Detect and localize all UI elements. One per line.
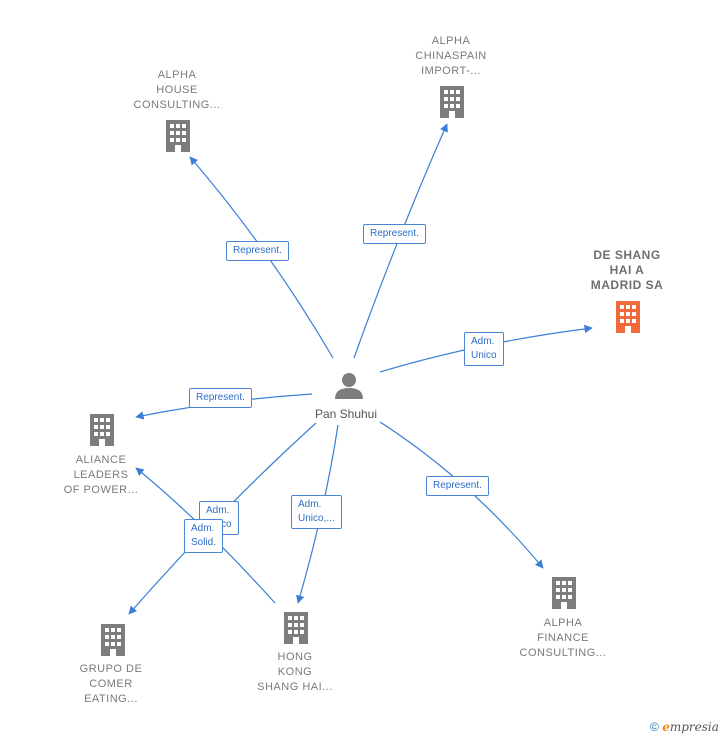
node-label-alpha-chinaspain[interactable]: ALPHA CHINASPAIN IMPORT-... — [415, 35, 487, 77]
edge-label-adm-unico: Adm. Unico,... — [291, 495, 342, 529]
building-icon[interactable] — [284, 612, 308, 644]
edge-label-represent: Represent. — [363, 224, 426, 244]
person-name[interactable]: Pan Shuhui — [314, 407, 378, 421]
node-label-alpha-finance[interactable]: ALPHA FINANCE CONSULTING... — [519, 617, 607, 659]
building-icon[interactable] — [616, 301, 640, 333]
node-label-alpha-house[interactable]: ALPHA HOUSE CONSULTING... — [133, 69, 221, 111]
edge-label-adm-unico: Adm. Unico — [464, 332, 504, 366]
edge-label-represent: Represent. — [189, 388, 252, 408]
edge-label-represent: Represent. — [426, 476, 489, 496]
node-label-aliance-leaders[interactable]: ALIANCE LEADERS OF POWER... — [63, 454, 139, 496]
building-icon[interactable] — [166, 120, 190, 152]
edge-label-adm-solid: Adm. Solid. — [184, 519, 224, 553]
building-icon[interactable] — [440, 86, 464, 118]
empresia-logo: empresia — [662, 720, 719, 734]
building-icon[interactable] — [90, 414, 114, 446]
building-icon[interactable] — [101, 624, 125, 656]
node-label-grupo-de-comer[interactable]: GRUPO DE COMER EATING... — [79, 663, 143, 705]
node-label-hong-kong[interactable]: HONG KONG SHANG HAI... — [257, 651, 333, 693]
node-label-de-shang-hai[interactable]: DE SHANG HAI A MADRID SA — [590, 248, 664, 292]
edge-label-represent: Represent. — [226, 241, 289, 261]
person-icon[interactable] — [335, 373, 363, 399]
footer-brand: © empresia — [650, 720, 719, 734]
building-icon[interactable] — [552, 577, 576, 609]
copyright-symbol: © — [650, 720, 659, 734]
